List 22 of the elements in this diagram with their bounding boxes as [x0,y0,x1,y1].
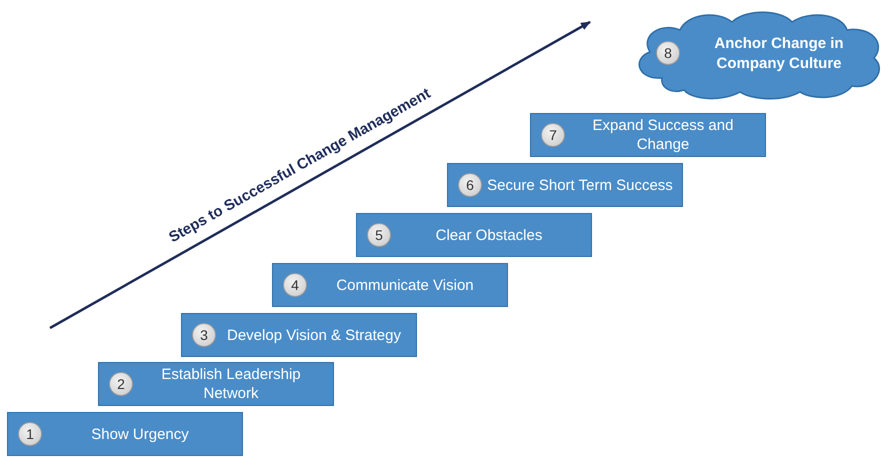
step-number: 6 [458,173,482,197]
step-number: 5 [367,223,391,247]
step-number: 3 [192,323,216,347]
step-box [530,113,766,157]
step-box [447,163,683,207]
step-label: Establish Leadership Network [160,365,302,403]
step-number: 2 [109,372,133,396]
step-label: Expand Success and Change [592,116,734,154]
step-label: Clear Obstacles [436,226,542,244]
step-label: Communicate Vision [336,276,474,294]
step-box [181,313,417,357]
step-label: Secure Short Term Success [487,176,673,194]
step-box [98,362,334,406]
step-box [272,263,508,307]
step-label: Develop Vision & Strategy [227,326,401,344]
step-label: Anchor Change in Company Culture [713,34,845,74]
step-number: 4 [283,273,307,297]
step-number: 7 [541,123,565,147]
step-label: Show Urgency [91,424,189,444]
step-box [356,213,592,257]
step-box [7,412,243,456]
step-number: 1 [18,422,42,446]
